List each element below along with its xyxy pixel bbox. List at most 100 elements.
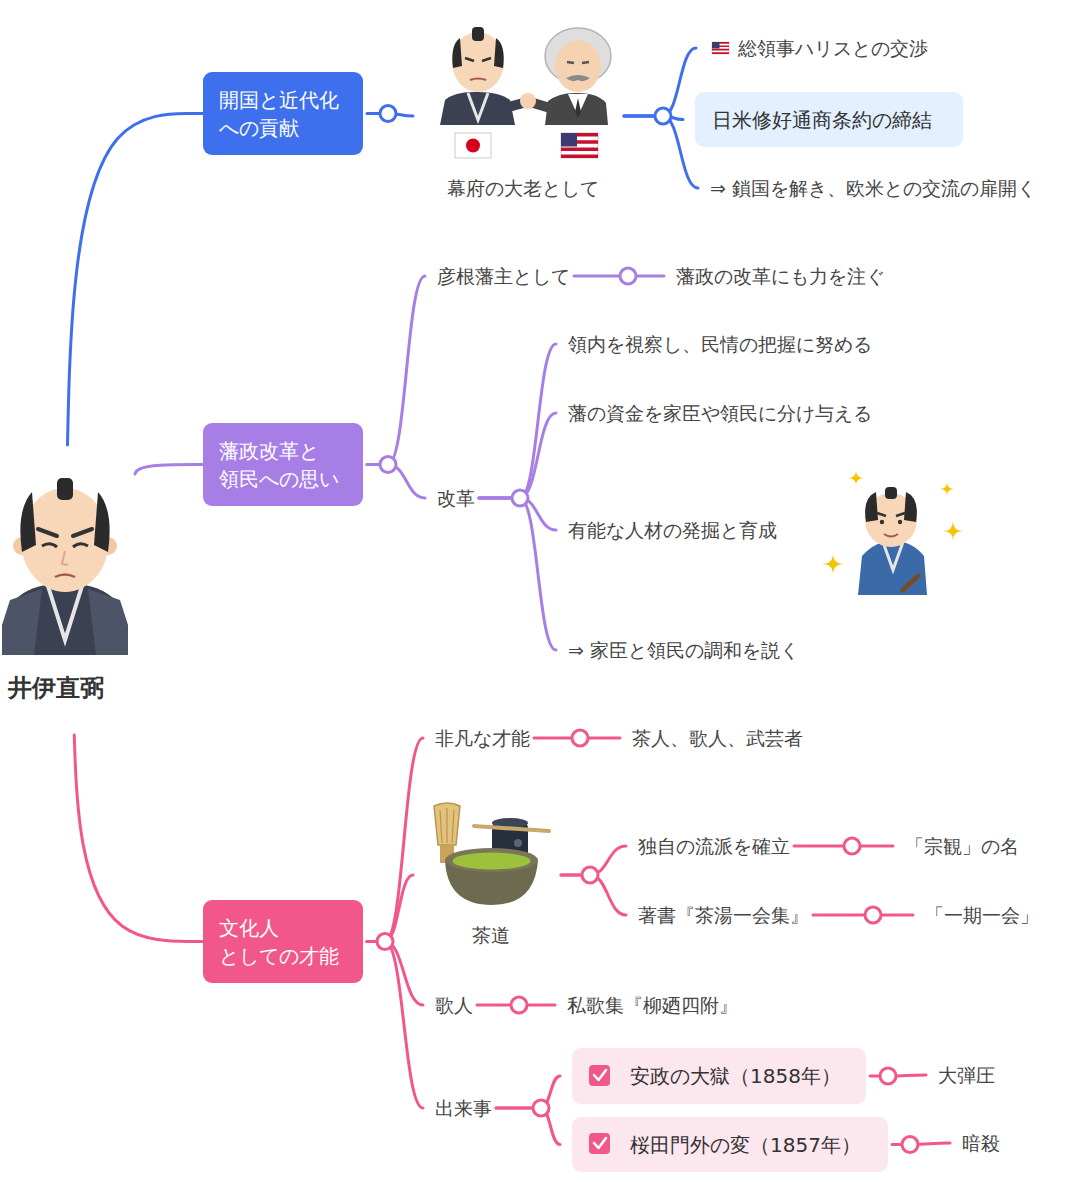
- brow: [38, 529, 57, 536]
- branch-connector: [813, 914, 913, 917]
- junction-dot: [865, 907, 881, 923]
- node-text: 領内を視察し、民情の把握に努める: [568, 330, 872, 358]
- topic-text: 独自の流派を確立: [638, 832, 790, 860]
- junction-dot: [620, 268, 636, 284]
- checkmark: [594, 1070, 606, 1080]
- topic-text: 藩の資金を家臣や領民に分け与える: [568, 399, 872, 427]
- highlight-box: 日米修好通商条約の締結: [695, 92, 963, 147]
- topic-text: 著書『茶湯一会集』: [638, 901, 809, 929]
- topic-text: 出来事: [435, 1094, 492, 1122]
- node-text: 藩政の改革にも力を注ぐ: [676, 262, 885, 290]
- node-text: 有能な人材の発掘と育成: [568, 516, 777, 544]
- topic-text: 茶人、歌人、武芸者: [632, 724, 803, 752]
- collar: [468, 93, 488, 120]
- junction-dot: [511, 997, 527, 1013]
- small-us-flag-stripes: [712, 42, 729, 54]
- topknot: [472, 27, 484, 41]
- tea-scoop: [474, 826, 549, 831]
- junction-dot: [380, 106, 396, 122]
- sparkle: [943, 521, 963, 541]
- branch-connector: [479, 498, 556, 650]
- junction-dot: [377, 934, 393, 950]
- node-text: 茶道: [425, 921, 557, 949]
- checkbox: [589, 1065, 610, 1086]
- kataginu-left: [2, 589, 42, 655]
- caddy-pattern: [514, 839, 522, 847]
- hair: [865, 492, 878, 522]
- node-text: ⇒ 家臣と領民の調和を説く: [568, 636, 799, 664]
- node-text: 歌人: [435, 991, 473, 1019]
- branch-connector: [496, 1076, 560, 1108]
- checkbox-icons: [589, 1065, 610, 1154]
- branch-connector: [496, 1108, 560, 1145]
- central-topic: 井伊直弼: [0, 445, 135, 735]
- topknot: [57, 478, 73, 500]
- japan-flag-sun: [466, 139, 480, 153]
- harris-head: [555, 40, 601, 92]
- bowl-rim: [445, 848, 538, 872]
- small-us-flag: [712, 42, 729, 54]
- node-text: 文化人 としての才能: [219, 914, 349, 970]
- brow: [73, 529, 92, 536]
- node-text: 開国と近代化 への貢献: [219, 86, 349, 142]
- topic-text: 「宗観」の名: [905, 832, 1019, 860]
- node-text: ⇒ 鎖国を解き、欧米との交流の扉開く: [710, 174, 1036, 202]
- collar: [48, 586, 82, 640]
- junction-dot: [380, 457, 396, 473]
- us-flag: [561, 133, 598, 158]
- node-text: 桜田門外の変（1857年）: [630, 1131, 861, 1159]
- samurai-body: [858, 541, 927, 595]
- hair: [94, 492, 110, 552]
- samurai-illustration: [822, 470, 963, 595]
- kimono: [2, 585, 128, 655]
- checkmark: [594, 1138, 606, 1148]
- branch-connector: [367, 942, 423, 1109]
- sparkle: [848, 470, 864, 486]
- branch-connector: [74, 735, 203, 942]
- node-text: 「一期一会」: [925, 901, 1039, 929]
- mustache: [566, 75, 590, 81]
- branch-connector: [367, 942, 423, 1006]
- mouth: [470, 79, 486, 81]
- junction-dot: [582, 867, 598, 883]
- node-text: 茶人、歌人、武芸者: [632, 724, 803, 752]
- hair: [20, 492, 36, 552]
- head: [21, 488, 109, 592]
- branch-connector: [479, 413, 556, 498]
- brows: [877, 513, 905, 516]
- eye: [42, 544, 57, 547]
- hands: [520, 93, 536, 109]
- node-text: 井伊直弼: [8, 674, 104, 702]
- branch-connector: [624, 48, 696, 116]
- us-flag-stripes: [561, 133, 598, 158]
- node-text: 彦根藩主として: [437, 262, 570, 290]
- branch-connector: [367, 738, 423, 942]
- node-text: 出来事: [435, 1094, 492, 1122]
- topic-text: 藩政の改革にも力を注ぐ: [676, 262, 885, 290]
- matcha: [453, 853, 531, 870]
- whisk-tines: [440, 808, 454, 843]
- topknot: [885, 487, 897, 499]
- brows: [465, 58, 491, 61]
- illustrated-topic: 茶道: [425, 795, 557, 955]
- checkbox: [589, 1133, 610, 1154]
- node-text: 著書『茶湯一会集』: [638, 901, 809, 929]
- node-text: 藩の資金を家臣や領民に分け与える: [568, 399, 872, 427]
- topic-text: 私歌集『柳廼四附』: [567, 991, 738, 1019]
- junction-dot: [844, 838, 860, 854]
- node-text: 大弾圧: [938, 1061, 995, 1089]
- us-flag-canton: [561, 133, 577, 147]
- eye: [898, 520, 902, 524]
- main-branch-box: 文化人 としての才能: [203, 900, 363, 983]
- topic-text: 暗殺: [962, 1129, 1000, 1157]
- topic-text: ⇒ 家臣と領民の調和を説く: [568, 636, 799, 664]
- branch-connector: [479, 344, 556, 498]
- branch-connector: [624, 116, 698, 188]
- sword-hilt: [903, 576, 918, 590]
- tie: [575, 98, 581, 118]
- tea-whisk: [434, 803, 460, 845]
- junction-dot: [655, 108, 671, 124]
- event-box: 桜田門外の変（1857年）: [572, 1117, 888, 1172]
